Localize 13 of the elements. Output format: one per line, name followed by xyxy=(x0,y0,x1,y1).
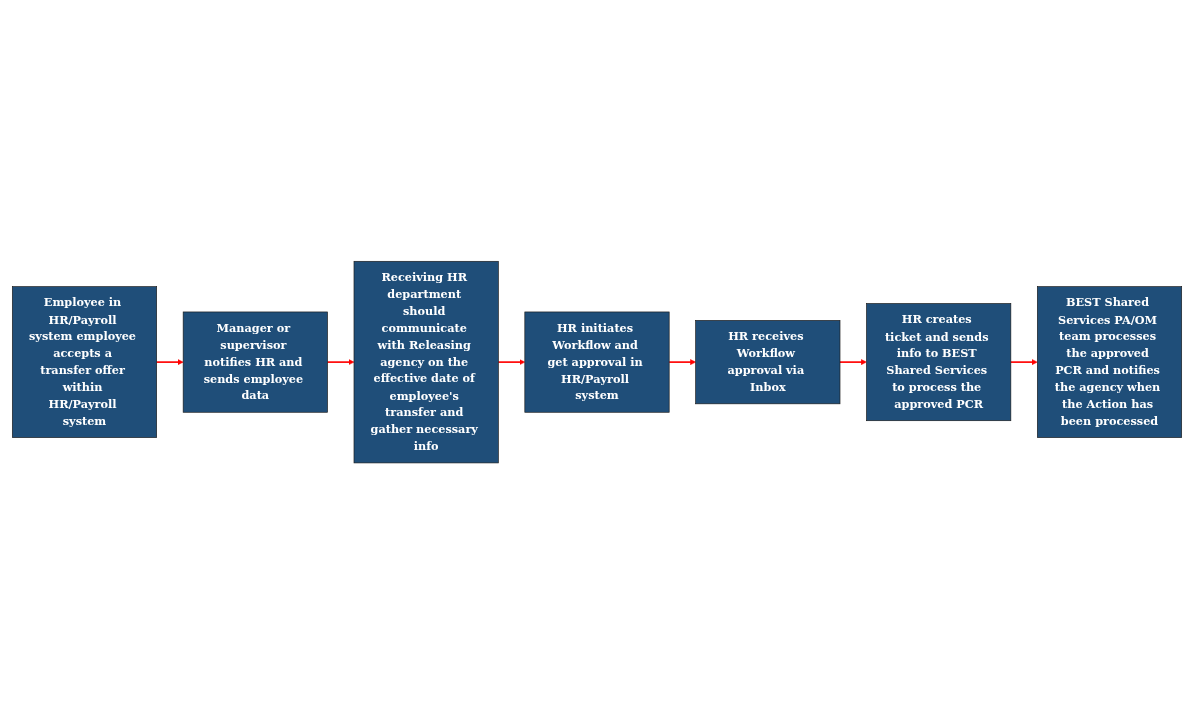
arrow xyxy=(838,359,867,366)
node-box: Employee in HR/Payroll system employee accepts a transfer offer within HR/Payroll system xyxy=(11,286,157,439)
arrow xyxy=(497,359,525,366)
arrow xyxy=(155,359,183,366)
node-box: HR creates ticket and sends info to BEST Shared Services to process the approved PCR xyxy=(865,303,1011,422)
arrow xyxy=(667,359,696,366)
node-box: Manager or supervisor notifies HR and sends employee data xyxy=(182,312,328,413)
node-box: BEST Shared Services PA/OM team processes the approved PCR and notifies the agency when the Action has been processed xyxy=(1036,286,1182,439)
node-box: HR initiates Workflow and get approval in HR/Payroll system xyxy=(524,312,669,413)
arrow xyxy=(1009,359,1038,366)
node-box: Receiving HR department should communicate with Releasing agency on the effective date of employee's transfer and gather necessary info xyxy=(353,261,499,464)
arrow xyxy=(326,359,354,366)
node-box: HR receives Workflow approval via Inbox xyxy=(694,320,840,405)
